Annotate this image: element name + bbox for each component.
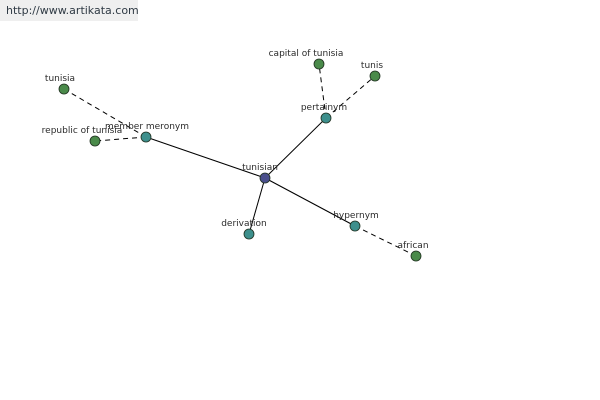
url-link[interactable]: http://www.artikata.com (6, 4, 139, 17)
node-tunisia[interactable] (58, 83, 70, 95)
node-label-root[interactable]: tunisian (242, 163, 278, 173)
node-label-member-meronym[interactable]: member meronym (105, 122, 189, 132)
node-label-pertainym[interactable]: pertainym (301, 103, 347, 113)
edge-root-to-member-meronym (145, 136, 266, 179)
edge-member-meronym-to-tunisia (63, 88, 147, 138)
graph-edges (63, 63, 417, 257)
node-tunis[interactable] (369, 70, 381, 82)
node-label-capital-of-tunisia[interactable]: capital of tunisia (269, 49, 344, 59)
graph-labels: tunisian member meronym pertainym derivatio… (42, 49, 429, 251)
edge-root-to-hypernym (264, 177, 356, 227)
node-label-republic-of-tunisia[interactable]: republic of tunisia (42, 126, 123, 136)
node-hypernym[interactable] (349, 220, 361, 232)
edge-root-to-derivation (248, 177, 266, 235)
node-republic-of-tunisia[interactable] (89, 135, 101, 147)
graph-nodes (58, 58, 422, 262)
node-african[interactable] (410, 250, 422, 262)
node-capital-of-tunisia[interactable] (313, 58, 325, 70)
url-banner[interactable]: http://www.artikata.com (0, 0, 139, 21)
node-derivation[interactable] (243, 228, 255, 240)
node-label-derivation[interactable]: derivation (221, 219, 267, 229)
node-label-tunis[interactable]: tunis (361, 61, 383, 71)
node-member-meronym[interactable] (140, 131, 152, 143)
edge-member-meronym-to-republic-of-tunisia (94, 136, 147, 142)
node-label-african[interactable]: african (397, 241, 428, 251)
edge-root-to-pertainym (264, 117, 327, 179)
node-label-tunisia[interactable]: tunisia (45, 74, 75, 84)
node-pertainym[interactable] (320, 112, 332, 124)
edge-pertainym-to-capital-of-tunisia (318, 63, 327, 119)
node-label-hypernym[interactable]: hypernym (333, 211, 379, 221)
node-root[interactable] (259, 172, 271, 184)
edge-hypernym-to-african (354, 225, 417, 257)
edge-pertainym-to-tunis (325, 75, 376, 119)
